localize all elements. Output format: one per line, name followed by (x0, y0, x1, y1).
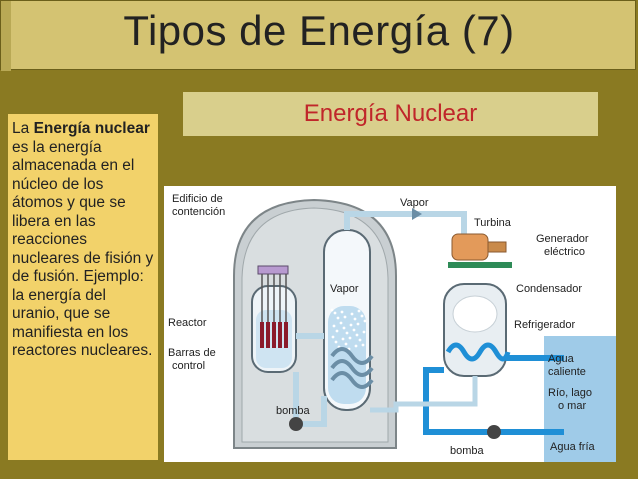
steam-bubble (354, 344, 358, 348)
steam-bubble (361, 343, 365, 347)
fuel-rod (272, 322, 276, 348)
steam-arrow (412, 208, 422, 220)
turbine-shaft (487, 241, 507, 253)
turbine (451, 233, 489, 261)
fuel-rod (284, 322, 288, 348)
steam-bubble (333, 311, 337, 315)
label-agua-caliente-1: Agua (548, 353, 575, 365)
diagram-svg: Edificio de contención Vapor Turbina Gen… (168, 193, 616, 462)
generator-base (448, 262, 512, 268)
steam-bubble (334, 340, 338, 344)
steam-bubble (360, 314, 364, 318)
label-barras-2: control (172, 360, 205, 372)
label-refrigerador: Refrigerador (514, 319, 575, 331)
subtitle: Energía Nuclear (303, 100, 478, 127)
steam-bubble (355, 333, 359, 337)
control-rod-head (257, 265, 289, 275)
heat-exchanger-coil (330, 347, 374, 389)
fuel-rods (260, 322, 288, 348)
label-vapor-top: Vapor (400, 197, 429, 209)
label-condensador: Condensador (516, 283, 582, 295)
description-text-1: La (12, 120, 34, 137)
bubbles (330, 308, 367, 351)
title-bar: Tipos de Energía (7) (0, 0, 636, 71)
label-rio-1: Río, lago (548, 387, 592, 399)
fuel-rod (278, 322, 282, 348)
nuclear-plant-diagram: Edificio de contención Vapor Turbina Gen… (164, 186, 616, 462)
pump-right (487, 425, 501, 439)
label-turbina: Turbina (474, 217, 512, 229)
steam-bubble (363, 319, 367, 323)
steam-bubble (340, 310, 344, 314)
title-accent (1, 1, 11, 71)
steam-bubble (362, 330, 366, 334)
description-panel: La Energía nuclear es la energía almacen… (8, 114, 158, 460)
label-agua-caliente-2: caliente (548, 366, 586, 378)
label-agua-fria: Agua fría (550, 441, 596, 453)
primary-loop-cold (293, 372, 327, 427)
subtitle-bar: Energía Nuclear (183, 92, 598, 136)
label-bomba-right: bomba (450, 445, 485, 457)
label-generador-2: eléctrico (544, 246, 585, 258)
steam-bubble (348, 336, 352, 340)
label-generador-1: Generador (536, 233, 589, 245)
steam-bubble (344, 342, 348, 346)
label-bomba-left: bomba (276, 405, 311, 417)
steam-bubble (330, 308, 334, 312)
fuel-rod (260, 322, 264, 348)
steam-bubble (350, 312, 354, 316)
steam-bubble (352, 328, 356, 332)
description-text-2: es la energía almacenada en el núcleo de… (12, 138, 154, 360)
description-bold: Energía nuclear (33, 120, 150, 137)
label-reactor: Reactor (168, 317, 207, 329)
steam-bubble (345, 331, 349, 335)
page-title: Tipos de Energía (7) (123, 7, 515, 54)
steam-bubble (358, 338, 362, 342)
steam-bubble (342, 326, 346, 330)
return-loop (370, 376, 478, 413)
steam-bubble (356, 322, 360, 326)
label-vapor-mid: Vapor (330, 283, 359, 295)
label-barras-1: Barras de (168, 347, 216, 359)
fuel-rod (266, 322, 270, 348)
condenser-coil (445, 342, 511, 362)
steam-bubble (332, 324, 336, 328)
steam-pipe (344, 211, 467, 236)
steam-bubble (336, 316, 340, 320)
steam-bubble (335, 329, 339, 333)
steam-bubble (343, 315, 347, 319)
steam-bubble (339, 321, 343, 325)
steam-bubble (341, 337, 345, 341)
steam-bubble (349, 323, 353, 327)
steam-bubble (353, 317, 357, 321)
steam-bubble (357, 309, 361, 313)
label-rio-2: o mar (558, 400, 586, 412)
steam-bubble (331, 335, 335, 339)
condenser-steam (452, 295, 498, 333)
label-edificio-1: Edificio de (172, 193, 223, 205)
cooling-loop-in (423, 367, 564, 435)
label-edificio-2: contención (172, 206, 225, 218)
pump-left (289, 417, 303, 431)
